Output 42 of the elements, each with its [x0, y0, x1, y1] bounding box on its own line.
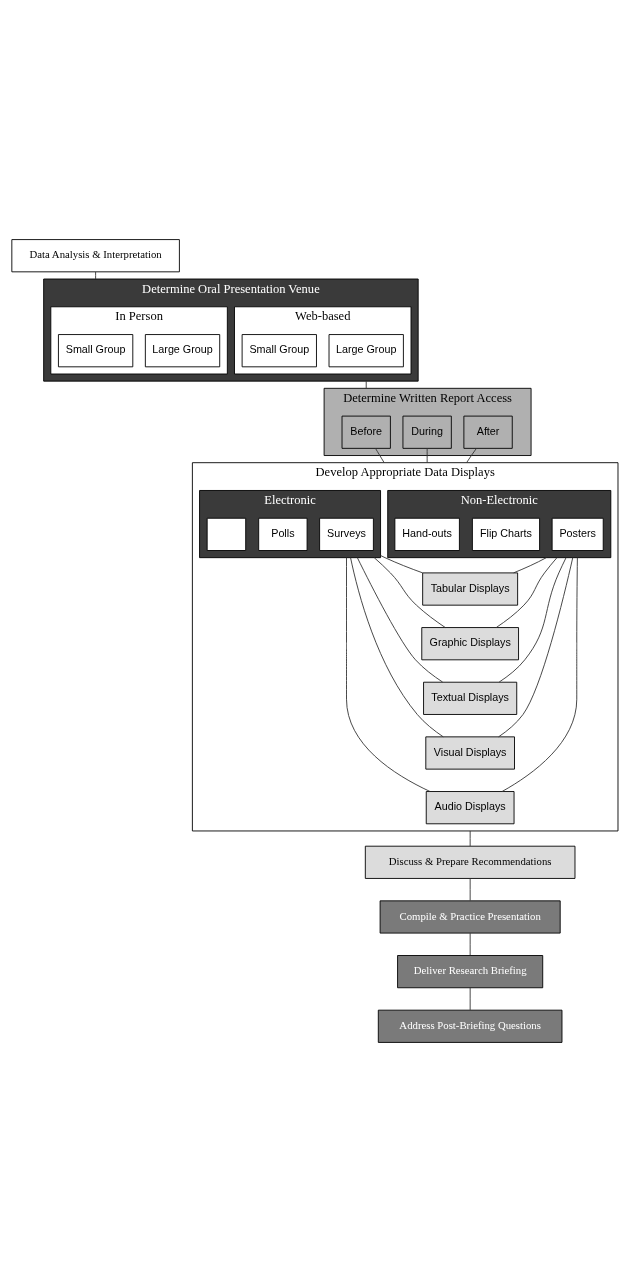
node-box: Posters — [551, 517, 604, 551]
connector — [466, 448, 477, 464]
node-box: Discuss & Prepare Recommendations — [364, 845, 576, 879]
connector — [469, 987, 471, 1011]
connector — [380, 555, 424, 574]
connector — [373, 557, 446, 628]
connector — [356, 557, 444, 683]
node-box: Hand-outs — [394, 517, 460, 551]
connector — [513, 557, 547, 574]
node-box: Large Group — [144, 334, 221, 368]
node-box: Before — [341, 415, 391, 449]
connector — [375, 447, 385, 464]
node-box: Audio Displays — [425, 791, 515, 825]
node-box: Polls — [258, 517, 308, 551]
connector — [426, 447, 428, 464]
connector — [95, 271, 97, 280]
node-box: Small Group — [241, 334, 317, 368]
node-box: Graphic Displays — [421, 627, 519, 661]
node-box: After — [463, 415, 513, 449]
node-box: Flip Charts — [471, 517, 541, 551]
connector — [346, 557, 431, 792]
node-box: Textual Displays — [423, 681, 518, 715]
connector — [501, 557, 578, 792]
node-box: Compile & Practice Presentation — [379, 900, 561, 934]
connector — [498, 557, 574, 738]
node-box: Visual Displays — [425, 736, 515, 770]
node-box: Deliver Research Briefing — [397, 955, 544, 989]
connector — [498, 557, 567, 683]
node-box: Small Group — [58, 334, 134, 368]
node-box: Data Analysis & Interpretation — [11, 239, 180, 273]
connector — [469, 932, 471, 956]
node-box: Address Post-Briefing Questions — [377, 1009, 563, 1043]
connector — [495, 557, 558, 628]
connector — [469, 830, 471, 847]
node-box: Surveys — [319, 517, 374, 551]
node-box: During — [402, 415, 452, 449]
node-box: Large Group — [328, 334, 404, 368]
connector — [469, 878, 471, 902]
connector — [365, 380, 367, 389]
node-box — [206, 517, 247, 551]
connector — [350, 557, 444, 738]
node-box: Tabular Displays — [422, 572, 519, 606]
